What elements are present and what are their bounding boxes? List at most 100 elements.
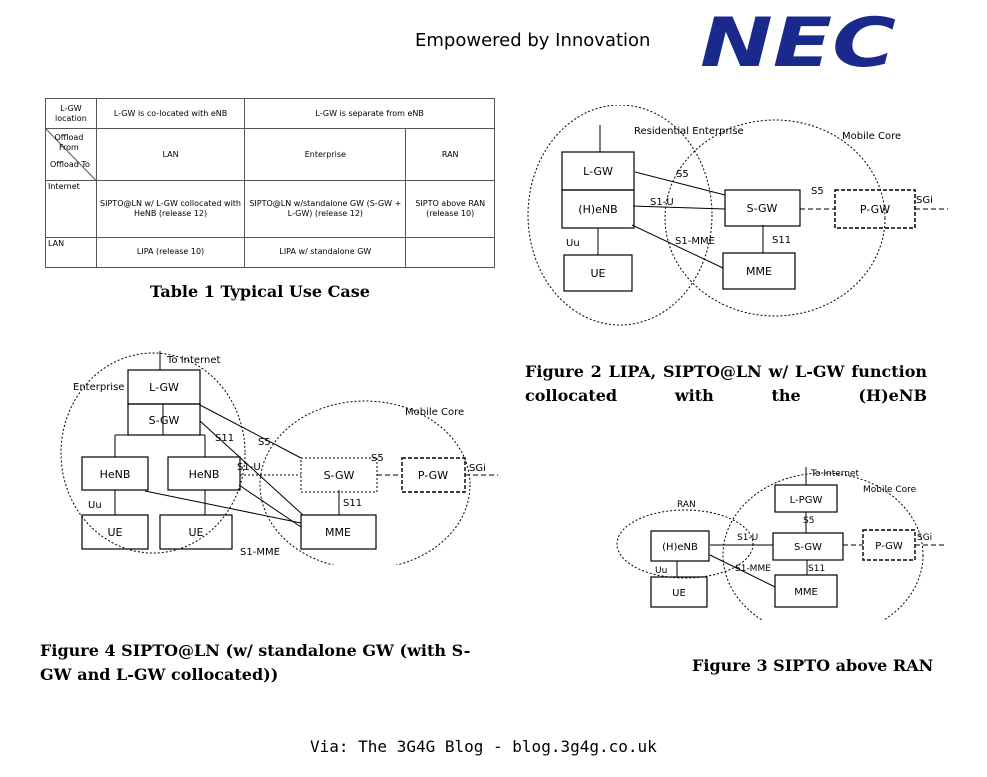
nec-logo: NEC	[700, 12, 896, 72]
sgi-label: SGi	[917, 533, 932, 543]
table-header-separate: L-GW is separate from eNB	[244, 97, 495, 130]
cell-internet-enterprise: SIPTO@LN w/standalone GW (S-GW + L-GW) (…	[244, 180, 407, 238]
row-label-internet: Internet	[45, 180, 97, 238]
row-label-lan: LAN	[45, 236, 97, 269]
s11-label: S11	[808, 564, 825, 574]
table-header-lan: LAN	[95, 128, 246, 182]
lgw-label: L-GW	[583, 165, 613, 178]
henb2-box	[167, 456, 241, 491]
s1mme-label: S1-MME	[240, 547, 280, 558]
figure2-diagram: Residential Enterprise Mobile Core L-GW …	[527, 105, 948, 326]
ue-label: UE	[672, 588, 686, 599]
s5-label-b: S5	[811, 186, 824, 197]
sgw-core-label: S-GW	[324, 469, 355, 482]
mobile-core-ellipse	[664, 119, 886, 317]
source-credit: Via: The 3G4G Blog - blog.3g4g.co.uk	[310, 737, 657, 756]
uu-label: Uu	[566, 238, 580, 249]
figure4-diagram: To Internet Enterprise Mobile Core L-GW …	[60, 351, 498, 565]
s1mme-label: S1-MME	[675, 236, 715, 247]
henb1-box	[81, 456, 149, 491]
table-header-colocated: L-GW is co-located with eNB	[95, 97, 246, 130]
cell-lan-enterprise: LIPA w/ standalone GW	[244, 236, 407, 269]
table1-caption: Table 1 Typical Use Case	[150, 282, 370, 301]
mobile-core-ellipse	[259, 400, 471, 565]
enterprise-ellipse	[60, 352, 246, 554]
sgw-box	[724, 189, 801, 227]
lpgw-box	[774, 484, 838, 513]
s1u-label: S1-U	[737, 533, 758, 543]
table-diagonal-cell: Offload From Offload To	[45, 128, 97, 182]
enterprise-label: Enterprise	[73, 382, 124, 393]
logo-text: NEC	[700, 12, 896, 72]
pgw-label: P-GW	[875, 541, 903, 552]
table-header-ran: RAN	[405, 128, 495, 182]
sgi-label: SGi	[916, 195, 933, 206]
s1mme-label: S1-MME	[735, 564, 771, 574]
ue-label: UE	[590, 267, 605, 280]
s11-label: S11	[772, 235, 791, 246]
lpgw-label: L-PGW	[790, 495, 823, 506]
henb-box	[561, 189, 635, 229]
mme-box	[774, 574, 838, 608]
sgw-box	[772, 532, 844, 561]
s5-label-a: S5	[676, 169, 689, 180]
s11-label: S11	[215, 433, 234, 444]
use-case-table: L-GW location L-GW is co-located with eN…	[45, 97, 495, 269]
residential-label: Residential Enterprise	[634, 126, 744, 137]
ran-label: RAN	[677, 500, 696, 510]
cell-internet-lan: SIPTO@LN w/ L-GW collocated with HeNB (r…	[95, 180, 246, 238]
sgw-label: S-GW	[747, 202, 778, 215]
figure3-diagram: To Internet Mobile Core RAN L-PGW S-GW P…	[616, 467, 945, 620]
henb-label: (H)eNB	[578, 203, 617, 216]
mme-label: MME	[794, 587, 818, 598]
sgw-enterprise-label: S-GW	[149, 414, 180, 427]
mme-box	[300, 514, 377, 550]
ue2-label: UE	[188, 526, 203, 539]
s5-label: S5	[803, 516, 814, 526]
ue-box	[650, 576, 708, 608]
pgw-box	[834, 189, 916, 229]
tagline: Empowered by Innovation	[415, 30, 651, 51]
sgw-enterprise-box	[127, 403, 201, 436]
henb-label: (H)eNB	[662, 542, 698, 553]
henb-box	[650, 530, 710, 562]
ue1-box	[81, 514, 149, 550]
mobile-core-label: Mobile Core	[842, 131, 901, 142]
cell-internet-ran: SIPTO above RAN (release 10)	[405, 180, 495, 238]
pgw-label: P-GW	[860, 203, 890, 216]
s1u-label: S1-U	[237, 462, 261, 473]
s5-label-b: S5	[371, 453, 384, 464]
table-header-lgw-location: L-GW location	[45, 97, 97, 130]
s11-core-label: S11	[343, 498, 362, 509]
henb2-label: HeNB	[189, 468, 220, 481]
to-internet-label: To Internet	[166, 355, 220, 366]
ue2-box	[159, 514, 233, 550]
mme-label: MME	[746, 265, 772, 278]
s5-label-a: S5	[258, 437, 271, 448]
cell-lan-lan: LIPA (release 10)	[95, 236, 246, 269]
sgi-label: SGi	[469, 463, 486, 474]
mme-label: MME	[325, 526, 351, 539]
mobile-core-label: Mobile Core	[863, 485, 917, 495]
offload-from-label: Offload From	[54, 133, 84, 153]
pgw-label: P-GW	[418, 469, 448, 482]
residential-enterprise-ellipse	[527, 105, 713, 326]
cell-lan-ran	[405, 236, 495, 269]
uu-label: Uu	[655, 566, 667, 576]
mobile-core-label: Mobile Core	[405, 407, 464, 418]
mme-box	[722, 252, 796, 290]
offload-to-label: Offload To	[50, 160, 90, 170]
henb1-label: HeNB	[100, 468, 131, 481]
ran-ellipse	[616, 509, 754, 579]
lgw-label: L-GW	[149, 381, 179, 394]
pgw-box	[862, 529, 916, 561]
uu-label: Uu	[88, 500, 102, 511]
ue1-label: UE	[107, 526, 122, 539]
table-header-enterprise: Enterprise	[244, 128, 407, 182]
ue-box	[563, 254, 633, 292]
to-internet-label: To Internet	[810, 469, 860, 479]
sgw-label: S-GW	[794, 542, 822, 553]
figure4-caption: Figure 4 SIPTO@LN (w/ standalone GW (wit…	[40, 641, 471, 684]
mobile-core-ellipse	[722, 472, 924, 620]
figure3-caption: Figure 3 SIPTO above RAN	[692, 656, 934, 675]
